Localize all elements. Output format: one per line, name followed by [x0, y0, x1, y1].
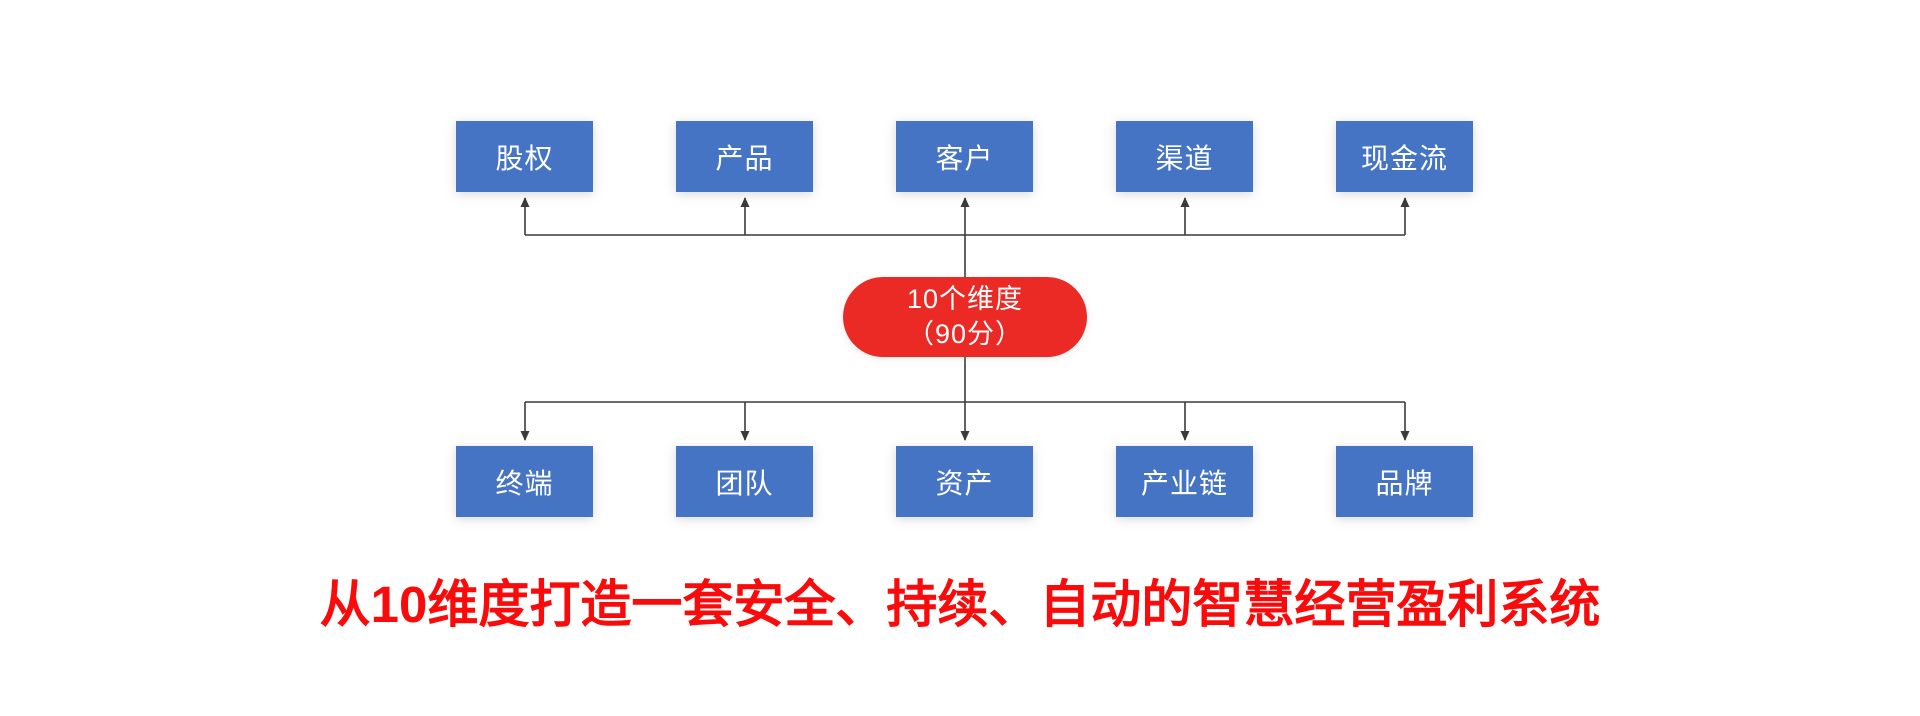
diagram-title: 从10维度打造一套安全、持续、自动的智慧经营盈利系统	[319, 576, 1601, 633]
node-industry-chain-label: 产业链	[1140, 467, 1228, 499]
node-customer-label: 客户	[935, 142, 994, 174]
node-equity-label: 股权	[495, 142, 554, 174]
center-node-line2: （90分）	[906, 319, 1024, 349]
node-assets: 资产	[896, 446, 1033, 517]
center-node-line1: 10个维度	[906, 283, 1024, 314]
node-equity: 股权	[456, 121, 593, 192]
node-team: 团队	[676, 446, 813, 517]
node-assets-label: 资产	[935, 467, 994, 499]
node-terminal-label: 终端	[495, 467, 554, 499]
node-product: 产品	[676, 121, 813, 192]
node-cashflow-label: 现金流	[1360, 142, 1448, 174]
node-industry-chain: 产业链	[1116, 446, 1253, 517]
node-channel: 渠道	[1116, 121, 1253, 192]
node-channel-label: 渠道	[1155, 142, 1214, 174]
node-terminal: 终端	[456, 446, 593, 517]
node-brand-label: 品牌	[1375, 467, 1434, 499]
node-product-label: 产品	[715, 142, 774, 174]
node-customer: 客户	[896, 121, 1033, 192]
node-brand: 品牌	[1336, 446, 1473, 517]
node-team-label: 团队	[715, 467, 774, 499]
node-cashflow: 现金流	[1336, 121, 1473, 192]
center-node: 10个维度 （90分）	[843, 277, 1087, 357]
